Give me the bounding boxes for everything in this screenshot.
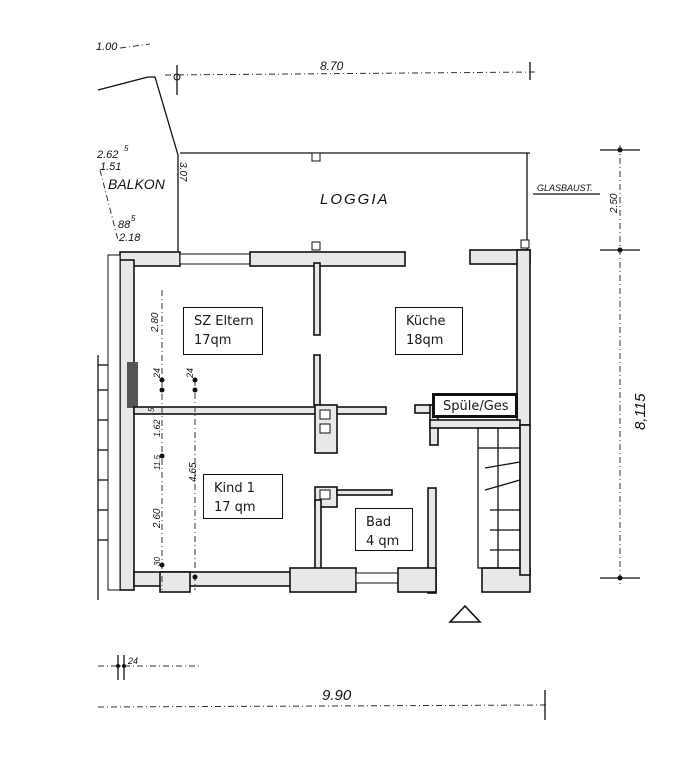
- top-dimension: 8.70 1.00: [96, 41, 536, 95]
- dim-top-partial: 1.00: [96, 41, 118, 53]
- dim-sup: 5: [124, 144, 129, 153]
- window-marker: [127, 362, 138, 408]
- glasbaust-label: GLASBAUST.: [537, 183, 593, 193]
- room-label-kueche: Küche 18qm: [395, 307, 463, 355]
- dim-sup: 5: [147, 407, 156, 412]
- bottom-dimension: 24 9.90: [97, 655, 549, 720]
- balkon-label: BALKON: [108, 176, 166, 192]
- room-area: 4 qm: [366, 534, 400, 549]
- dim-bottom-small: 30: [153, 557, 162, 566]
- dim-room-top: 2.80: [150, 312, 161, 333]
- dim-loggia-depth: 2.50: [609, 193, 620, 214]
- room-name: Spüle/Ges: [443, 399, 509, 414]
- room-name: Kind 1: [214, 481, 256, 496]
- room-area: 17qm: [194, 333, 232, 348]
- dim-balkon-side: 3.07: [177, 162, 188, 182]
- room-name: Küche: [406, 314, 446, 329]
- room-name: Bad: [366, 515, 392, 530]
- room-label-kind-1: Kind 1 17 qm: [203, 474, 283, 519]
- dim-bottom-width: 9.90: [322, 687, 352, 704]
- interior-dimensions: 2.80 24 24 1.62 5 11.5 4.65 2.60 30: [147, 290, 199, 590]
- dim-top-width: 8.70: [320, 59, 344, 73]
- dim-balkon-1: 1.51: [100, 161, 121, 173]
- walls: [107, 249, 531, 594]
- staircase-left: [97, 355, 108, 600]
- room-label-spuele: Spüle/Ges: [432, 393, 518, 418]
- dim-wall-mid: 1.62: [152, 419, 162, 437]
- loggia-label: LOGGIA: [320, 191, 390, 208]
- entrance-marker: [448, 604, 482, 623]
- dim-sup: 5: [131, 214, 136, 223]
- room-label-bad: Bad 4 qm: [355, 508, 413, 551]
- dim-mid-height: 4.65: [188, 462, 199, 482]
- dim-bottom-left: 24: [127, 656, 138, 666]
- staircase-right: [477, 427, 521, 569]
- room-label-sz-eltern: SZ Eltern 17qm: [183, 307, 263, 355]
- dim-room-bottom: 2.60: [152, 508, 163, 529]
- dim-balkon-3: 2.18: [118, 232, 141, 244]
- room-area: 17 qm: [214, 500, 256, 515]
- balcony: 2.62 5 1.51 BALKON 88 5 2.18 3.07: [96, 76, 530, 255]
- dim-balkon-top: 2.62: [96, 149, 118, 161]
- room-area: 18qm: [406, 333, 444, 348]
- dim-balkon-2: 88: [118, 219, 131, 231]
- dim-total-height: 8,115: [632, 393, 649, 430]
- dim-small: 11.5: [153, 454, 162, 470]
- dim-pier-2: 24: [185, 368, 195, 379]
- room-name: SZ Eltern: [194, 314, 254, 329]
- loggia: LOGGIA GLASBAUST.: [311, 152, 600, 252]
- right-dimension: 2.50 8,115: [600, 145, 649, 585]
- dim-pier-1: 24: [152, 368, 162, 379]
